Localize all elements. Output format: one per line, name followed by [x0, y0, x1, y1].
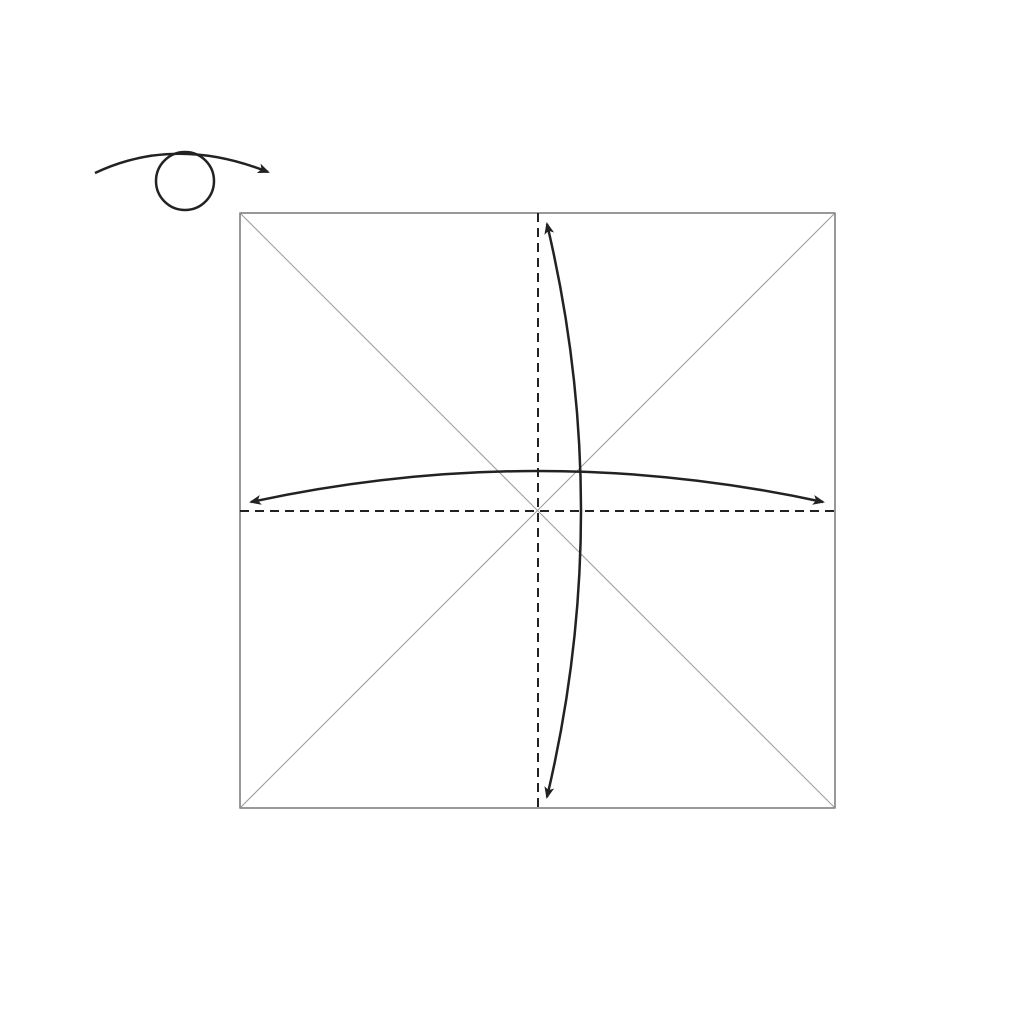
turn-over-circle [154, 150, 216, 212]
diagonal-crease-2 [239, 212, 836, 809]
paper-square [239, 212, 836, 809]
turn-over-arrow [94, 152, 270, 175]
horizontal-fold-unfold-arrow [249, 469, 825, 505]
vertical-fold-unfold-arrow [544, 222, 583, 799]
turn-over-icon [94, 150, 270, 212]
